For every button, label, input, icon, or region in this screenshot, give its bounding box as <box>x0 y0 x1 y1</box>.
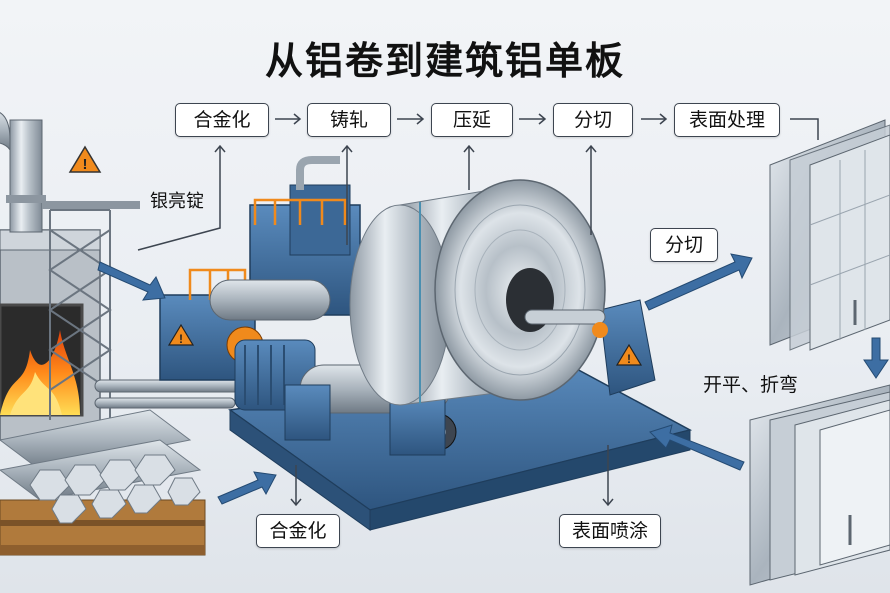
step-alloying-box: 合金化 <box>175 103 269 137</box>
cutting-label: 分切 <box>650 228 718 262</box>
svg-text:!: ! <box>179 332 183 346</box>
ingot-stack <box>0 409 206 556</box>
warning-icon: ! <box>68 145 102 173</box>
page-title: 从铝卷到建筑铝单板 <box>264 39 625 83</box>
arrow-up-right-icon <box>644 253 753 311</box>
arrow-left-icon <box>649 424 745 471</box>
rolling-machine <box>159 156 693 531</box>
svg-text:!: ! <box>627 352 631 366</box>
bottom-alloy-label: 合金化 <box>256 514 340 548</box>
forming-label: 开平、折弯 <box>703 374 799 396</box>
aluminum-coil <box>349 179 608 406</box>
flow-arrows <box>97 253 889 505</box>
arrow-right-icon <box>97 261 166 301</box>
process-connectors <box>137 113 819 507</box>
step-rolling-box: 压延 <box>431 103 513 137</box>
fire-icon <box>0 330 80 415</box>
formed-panels <box>749 384 890 586</box>
arrow-up-right-icon <box>217 471 277 505</box>
bottom-coating-label: 表面喷涂 <box>559 514 661 548</box>
svg-text:!: ! <box>83 156 88 173</box>
warning-icon: ! <box>615 343 643 366</box>
step-slitting-box: 分切 <box>553 103 633 137</box>
ingot-label: 银亮锭 <box>150 191 204 212</box>
step-surface-treatment-box: 表面处理 <box>674 103 780 137</box>
step-casting-box: 铸轧 <box>307 103 391 137</box>
furnace <box>0 112 266 441</box>
arrow-down-icon <box>863 337 889 379</box>
aluminum-panels-stack <box>769 119 890 351</box>
warning-icon: ! <box>167 323 195 346</box>
